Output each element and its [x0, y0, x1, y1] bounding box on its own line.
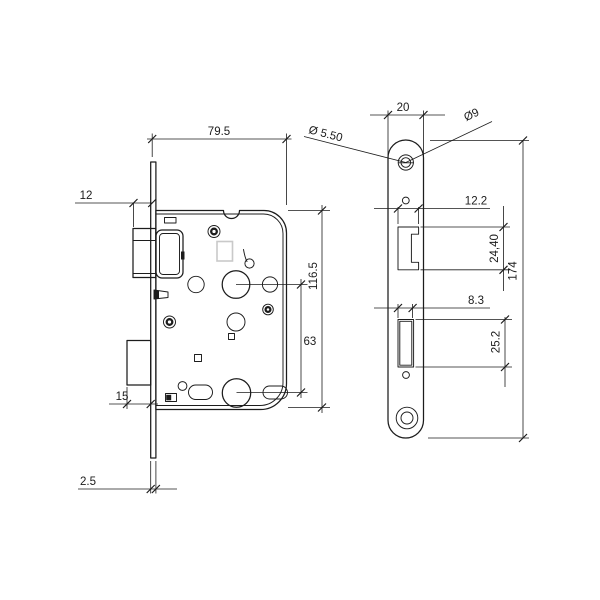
- rivet-middle: [262, 303, 274, 316]
- pin-hole-top: [401, 196, 410, 205]
- dim-text-total-height: 174: [508, 261, 520, 281]
- dim-text-case-width: 79.5: [208, 126, 230, 138]
- latch-spring-nub: [181, 251, 185, 260]
- square-hole-b: [194, 354, 202, 362]
- faceplate-edge: [150, 161, 157, 459]
- dim-text-screw-hole-diameter: Ø 5.50: [307, 124, 343, 144]
- dim-case-width: 79.5: [147, 126, 292, 205]
- dim-bolt-cutout-height: 25.2: [415, 315, 512, 387]
- spring-hook: [243, 249, 255, 269]
- dim-latch-projection: 12: [75, 190, 157, 227]
- pin-hole-bottom: [402, 371, 410, 379]
- guide-slot-upper: [153, 289, 169, 300]
- lock-case-inner-edge: [155, 213, 284, 406]
- dim-text-case-height: 116.5: [308, 262, 320, 290]
- dim-text-screw-head-diameter: Ø9: [462, 107, 481, 124]
- dim-deadbolt-projection: 15: [109, 387, 158, 409]
- dim-case-height: 116.5: [288, 205, 330, 413]
- pin-hole: [177, 381, 188, 391]
- lock-case-outline: [155, 209, 288, 411]
- oval-slot-left: [188, 384, 213, 400]
- latch-bolt: [132, 227, 185, 279]
- deadbolt-cutout: [397, 319, 415, 368]
- rivet-top: [207, 225, 221, 238]
- square-hole-a: [228, 333, 235, 340]
- dim-text-bolt-cutout-height: 25.2: [491, 331, 503, 353]
- deadbolt: [126, 339, 152, 386]
- fixing-hole-left: [187, 275, 205, 294]
- dim-text-faceplate-width: 20: [397, 102, 410, 114]
- dim-text-deadbolt-projection: 15: [116, 391, 129, 403]
- dim-bolt-cutout-width: 8.3: [374, 295, 490, 318]
- dim-total-height: 174: [428, 136, 529, 443]
- dim-latch-cutout-height: 24,40: [420, 206, 510, 291]
- faceplate-front-view: 20 Ø 5.50 Ø9 12.2 24,40 8.3: [303, 102, 529, 443]
- latch-cutout: [397, 226, 420, 271]
- dim-latch-cutout-width: 12.2: [374, 196, 490, 224]
- center-hole: [226, 312, 246, 332]
- dim-faceplate-thickness: 2.5: [78, 461, 177, 494]
- leader-screw-hole-diameter: Ø 5.50: [303, 124, 406, 163]
- screw-hole-bottom: [395, 406, 419, 430]
- lock-body-side-view: 79.5 12 116.5 63 15: [75, 126, 330, 494]
- dim-text-latch-cutout-height: 24,40: [489, 234, 501, 263]
- dim-text-axis-distance: 63: [304, 336, 317, 348]
- dim-text-latch-projection: 12: [80, 190, 93, 202]
- dim-text-faceplate-thickness: 2.5: [80, 476, 96, 488]
- dim-faceplate-width: 20: [370, 102, 445, 160]
- ghost-square: [216, 240, 234, 262]
- faceplate-outline: [387, 139, 425, 439]
- top-slot: [164, 217, 177, 224]
- dim-axis-distance: 63: [296, 279, 317, 398]
- guide-slot-lower: [165, 393, 177, 402]
- rivet-left: [163, 315, 176, 329]
- dim-text-latch-cutout-width: 12.2: [465, 196, 487, 208]
- cylinder-hole: [221, 378, 252, 408]
- dim-text-bolt-cutout-width: 8.3: [468, 295, 484, 307]
- leader-screw-head-diameter: Ø9: [405, 107, 493, 163]
